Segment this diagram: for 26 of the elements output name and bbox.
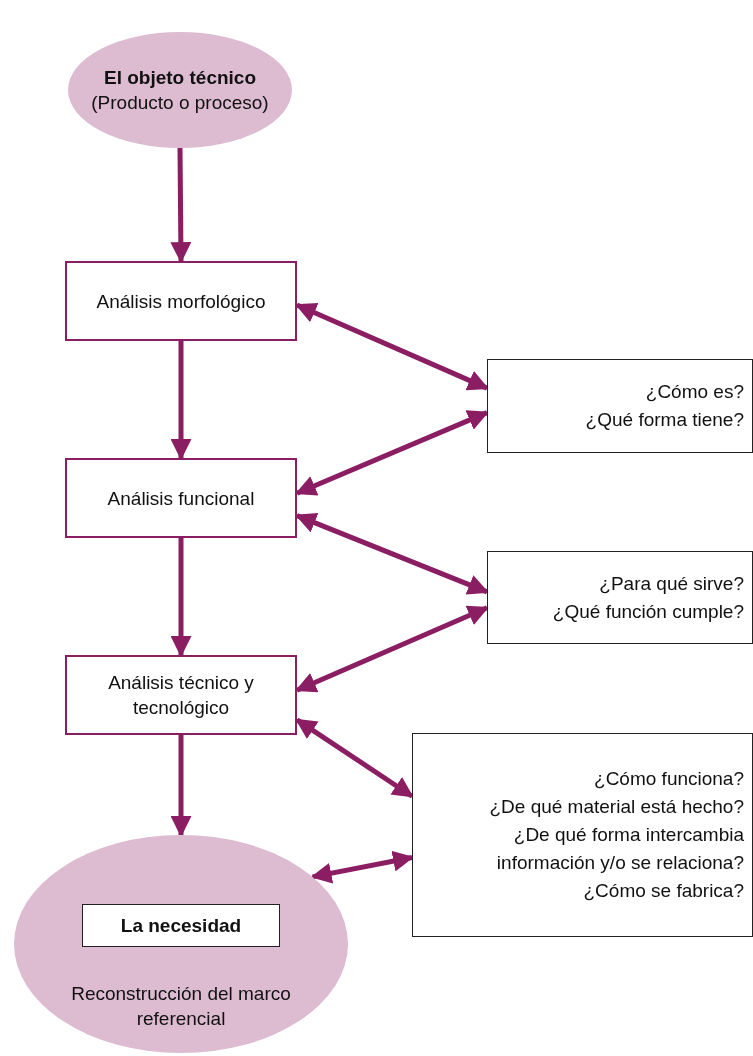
question-text: ¿Qué función cumple? <box>552 599 744 624</box>
process-box <box>65 261 297 341</box>
node-text: Análisis morfológico <box>96 289 266 314</box>
question-text: ¿Para qué sirve? <box>599 571 744 596</box>
question-box <box>412 733 753 937</box>
arrow <box>170 147 192 264</box>
question-text: ¿Cómo funciona? <box>594 767 744 791</box>
process-box <box>65 655 297 735</box>
question-box <box>487 551 753 644</box>
process-box <box>65 458 297 538</box>
question-text: ¿Cómo se fabrica? <box>583 879 744 903</box>
question-text: ¿Qué forma tiene? <box>585 408 744 432</box>
arrow <box>170 735 192 838</box>
question-text: ¿De qué forma intercambia información y/o se relaciona? <box>495 823 744 875</box>
heading-text: El objeto técnico <box>104 66 256 90</box>
title-box <box>82 904 280 947</box>
node-text: Reconstrucción del marco referencial <box>70 982 292 1031</box>
node-text: La necesidad <box>120 914 242 938</box>
node-text: (Producto o proceso) <box>91 91 269 115</box>
question-text: ¿De qué material está hecho? <box>489 795 744 819</box>
question-box <box>487 359 753 453</box>
arrow <box>170 538 192 658</box>
node-text: Análisis funcional <box>107 486 255 511</box>
question-text: ¿Cómo es? <box>645 380 744 404</box>
arrow <box>170 341 192 461</box>
node-text: Análisis técnico y tecnológico <box>107 671 255 720</box>
